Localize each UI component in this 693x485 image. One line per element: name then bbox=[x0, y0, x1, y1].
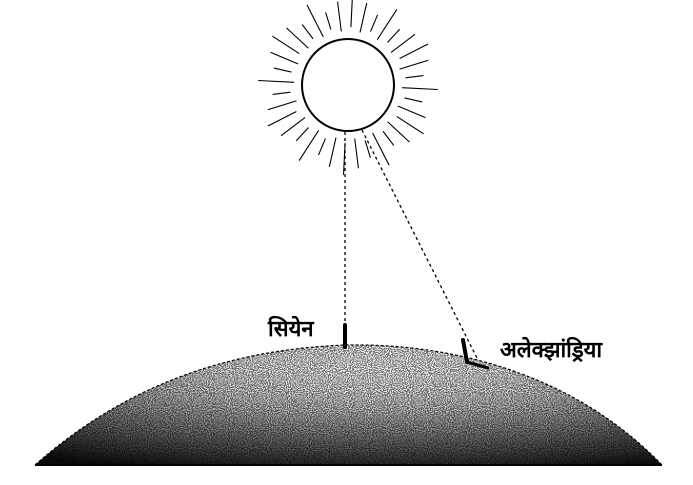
sun-ray bbox=[397, 116, 424, 133]
sun-ray bbox=[268, 101, 297, 110]
sun-ray bbox=[387, 29, 399, 42]
sun-ray bbox=[383, 131, 394, 145]
sun-ray bbox=[351, 0, 353, 27]
sun-ray bbox=[398, 106, 426, 118]
sun-ray bbox=[355, 139, 359, 169]
sun-ray bbox=[360, 3, 367, 32]
sun-ray bbox=[326, 12, 331, 29]
sun-ray bbox=[296, 128, 308, 141]
sun-icon bbox=[258, 0, 438, 175]
light-ray-alexandria bbox=[362, 130, 478, 360]
sun-ray bbox=[271, 52, 299, 64]
sun-ray bbox=[405, 98, 423, 102]
sun-ray bbox=[281, 118, 305, 136]
sun-ray bbox=[373, 133, 389, 165]
sun-ray bbox=[318, 138, 325, 155]
sun-ray bbox=[391, 34, 415, 52]
label-syene: सियेन bbox=[268, 319, 314, 341]
label-alexandria: अलेक्झांड्रिया bbox=[500, 340, 602, 362]
sun-ray bbox=[400, 60, 429, 69]
sun-ray bbox=[329, 138, 336, 167]
sun-ray bbox=[302, 24, 313, 38]
sun-ray bbox=[258, 81, 294, 83]
sun-ray bbox=[268, 111, 296, 126]
sun-ray bbox=[338, 2, 342, 32]
sun-ray bbox=[400, 44, 428, 59]
sun-ray bbox=[365, 140, 370, 157]
sun-ray bbox=[286, 28, 308, 48]
sun-ray bbox=[371, 15, 378, 32]
sun-ray bbox=[274, 68, 292, 72]
sun-ray bbox=[307, 5, 323, 37]
sun-ray bbox=[406, 76, 424, 78]
sun-ray bbox=[388, 122, 410, 142]
sun-ray bbox=[272, 36, 299, 53]
sun-ray bbox=[273, 92, 291, 94]
sun-ray bbox=[402, 88, 438, 90]
